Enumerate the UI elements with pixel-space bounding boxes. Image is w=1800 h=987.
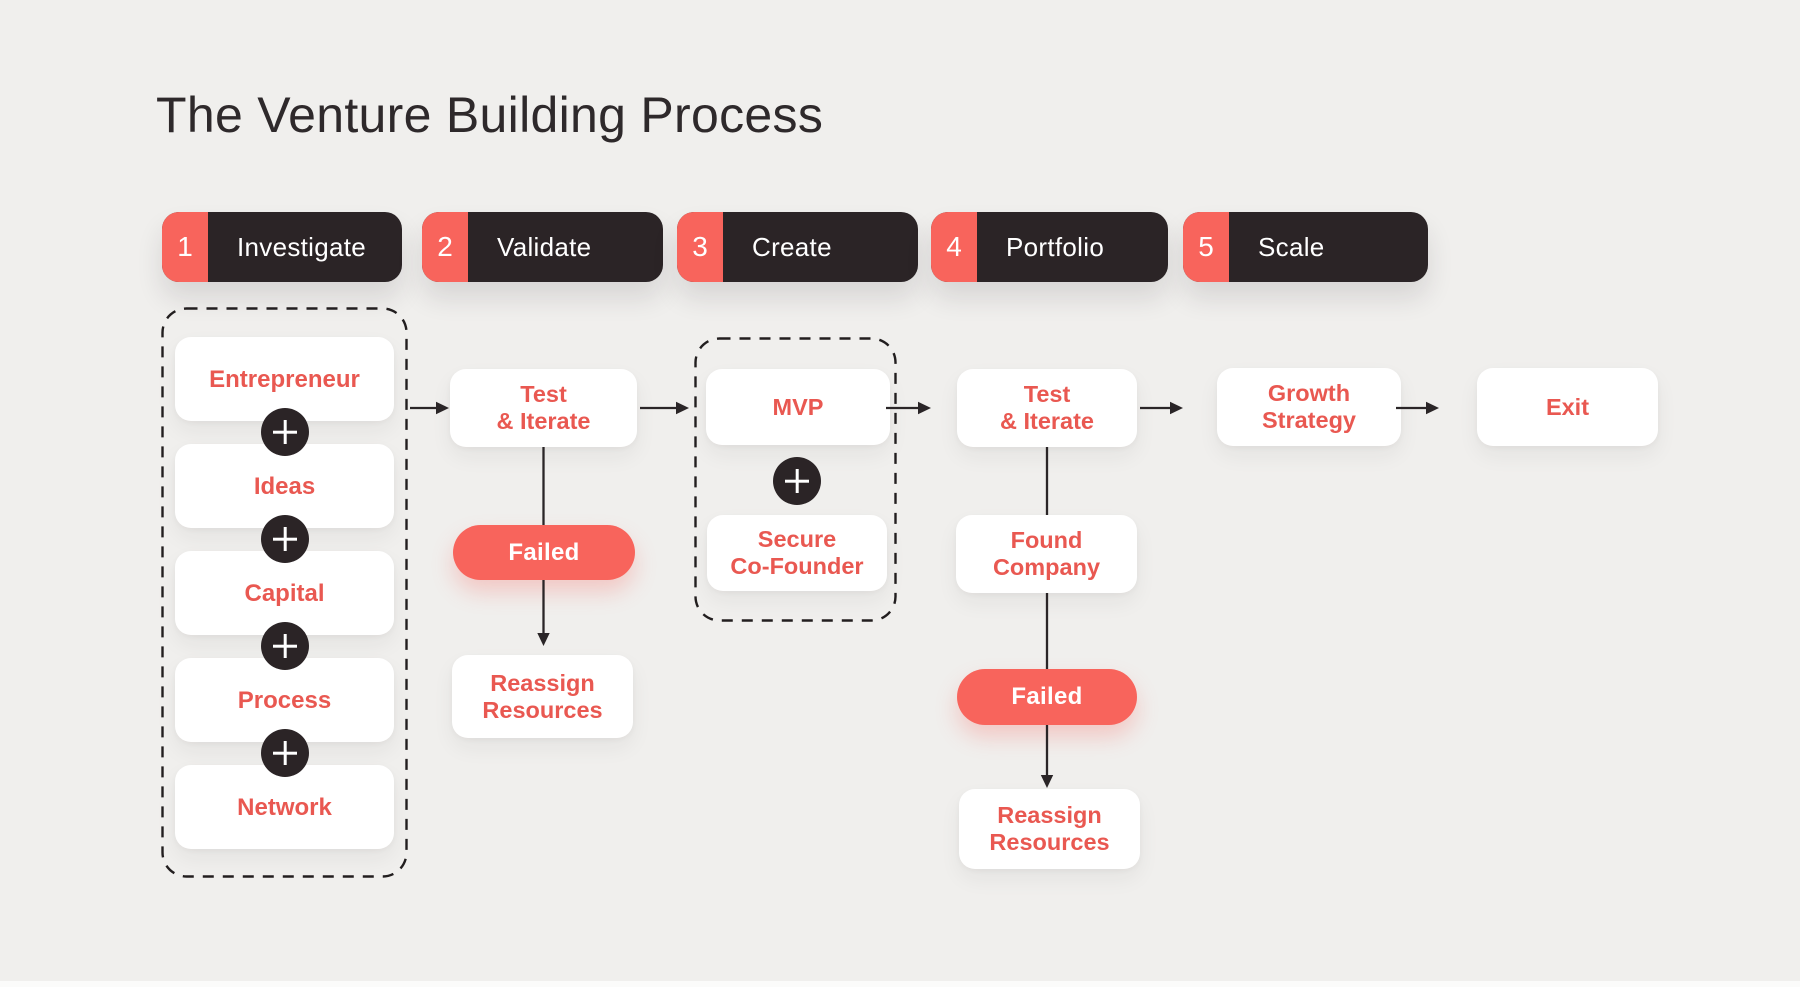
stage-label: Investigate (237, 231, 367, 262)
card-reassign-resources-portfolio: Reassign Resources (959, 789, 1140, 869)
stage-3-create: 3 Create (677, 212, 918, 282)
card-secure-cofounder: Secure Co-Founder (707, 515, 887, 591)
card-exit: Exit (1477, 368, 1658, 446)
arrow-heads (436, 401, 1439, 788)
plus-icon (261, 515, 309, 563)
plus-icon (261, 729, 309, 777)
stage-number-badge: 2 (422, 212, 468, 282)
stage-label: Validate (497, 231, 592, 262)
card-test-iterate-validate: Test & Iterate (450, 369, 637, 447)
stage-1-investigate: 1 Investigate (162, 212, 402, 282)
stage-4-portfolio: 4 Portfolio (931, 212, 1168, 282)
plus-icon (261, 622, 309, 670)
stage-number-badge: 3 (677, 212, 723, 282)
card-found-company: Found Company (956, 515, 1137, 593)
card-test-iterate-portfolio: Test & Iterate (957, 369, 1137, 447)
stage-5-scale: 5 Scale (1183, 212, 1428, 282)
stage-label: Create (752, 231, 832, 262)
card-growth-strategy: Growth Strategy (1217, 368, 1401, 446)
page-title: The Venture Building Process (156, 87, 824, 143)
canvas-bottom-edge (0, 981, 1800, 987)
card-entrepreneur: Entrepreneur (175, 337, 394, 421)
stage-number-badge: 1 (162, 212, 208, 282)
card-reassign-resources-validate: Reassign Resources (452, 655, 633, 738)
card-mvp: MVP (706, 369, 890, 445)
stage-2-validate: 2 Validate (422, 212, 663, 282)
plus-icon (261, 408, 309, 456)
card-network: Network (175, 765, 394, 849)
arrow-lines (410, 406, 1427, 776)
stage-number-badge: 4 (931, 212, 977, 282)
plus-icon (773, 457, 821, 505)
create-group-border (694, 337, 897, 622)
investigate-group-border (161, 307, 408, 878)
card-process: Process (175, 658, 394, 742)
stage-label: Portfolio (1006, 231, 1105, 262)
stage-number-badge: 5 (1183, 212, 1229, 282)
failed-pill-validate: Failed (453, 525, 635, 580)
card-capital: Capital (175, 551, 394, 635)
stage-label: Scale (1258, 231, 1325, 262)
card-ideas: Ideas (175, 444, 394, 528)
failed-pill-portfolio: Failed (957, 669, 1137, 725)
